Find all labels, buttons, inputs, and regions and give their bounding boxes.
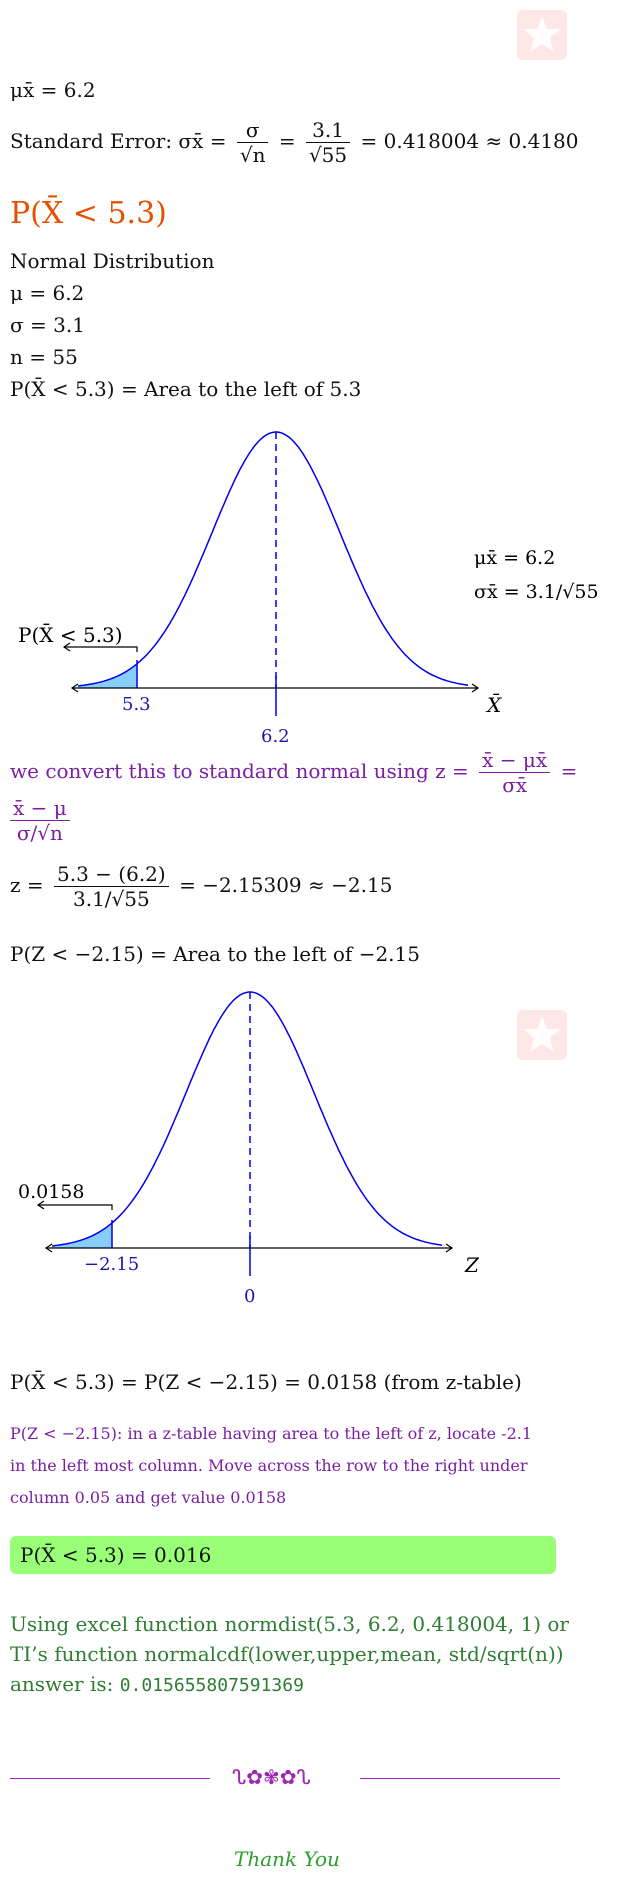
normal-curve-graph-2: 0.0158 −2.15 0 Z [18, 991, 480, 1307]
axis-arrow-left [70, 683, 79, 693]
watermark-logo [517, 10, 567, 60]
divider-right [360, 1778, 560, 1779]
sample-mean-line: μx̄ = 6.2 [10, 78, 96, 102]
tail-arrow [38, 1204, 113, 1210]
final-answer-box: P(X̄ < 5.3) = 0.016 [10, 1536, 556, 1574]
excel-line-1: Using excel function normdist(5.3, 6.2, … [10, 1612, 569, 1636]
se-fraction-1: σ√n [236, 118, 269, 167]
axis-arrow-right [471, 683, 480, 693]
param-n: n = 55 [10, 345, 78, 369]
standard-error-line: Standard Error: σx̄ = σ√n = 3.1√55 = 0.4… [10, 118, 579, 167]
excel-line-3: answer is: 0.015655807591369 [10, 1672, 304, 1696]
left-value-label: 5.3 [122, 694, 151, 715]
thank-you: Thank You [234, 1847, 340, 1871]
final-answer: P(X̄ < 5.3) = 0.016 [20, 1543, 212, 1567]
normal-curve-graph-1: P(X̄ < 5.3) 5.3 6.2 X̄ μx̄ = 6.2 σx̄ = 3… [18, 431, 599, 747]
z-calculation: z = 5.3 − (6.2)3.1/√55 = −2.15309 ≈ −2.1… [10, 862, 393, 911]
tail-arrow [64, 646, 138, 652]
prob-area-line: P(X̄ < 5.3) = Area to the left of 5.3 [10, 377, 362, 401]
z-area-line: P(Z < −2.15) = Area to the left of −2.15 [10, 942, 420, 966]
ornament-flourish: ᔐ✿✾✿ᔐ [232, 1765, 311, 1789]
left-tail-shade [52, 1223, 112, 1248]
conversion-line-1: we convert this to standard normal using… [10, 748, 578, 797]
bell-curve [51, 991, 443, 1247]
axis-variable: Z [464, 1253, 480, 1277]
left-value-label: −2.15 [84, 1254, 139, 1275]
result-line: P(X̄ < 5.3) = P(Z < −2.15) = 0.0158 (fro… [10, 1370, 522, 1394]
center-value-label: 0 [244, 1286, 255, 1307]
se-lead: Standard Error: σx̄ = [10, 129, 227, 153]
excel-answer-value: 0.015655807591369 [119, 1675, 304, 1696]
param-mu: μ = 6.2 [10, 281, 85, 305]
param-sigma: σ = 3.1 [10, 313, 85, 337]
left-tail-shade [78, 663, 137, 688]
note-line-3: column 0.05 and get value 0.0158 [10, 1488, 287, 1507]
divider-left [10, 1778, 210, 1779]
side-mean-label: μx̄ = 6.2 [474, 547, 555, 569]
excel-line-2: TI’s function normalcdf(lower,upper,mean… [10, 1642, 564, 1666]
side-sd-label: σx̄ = 3.1/√55 [474, 581, 599, 603]
bell-curve [77, 431, 469, 687]
tail-label: P(X̄ < 5.3) [18, 622, 123, 647]
se-result: = 0.418004 ≈ 0.4180 [360, 129, 579, 153]
axis-variable: X̄ [485, 692, 502, 717]
se-fraction-2: 3.1√55 [305, 118, 351, 167]
tail-label: 0.0158 [18, 1181, 84, 1203]
section-heading: P(X̄ < 5.3) [10, 196, 167, 231]
watermark-logo [517, 1010, 567, 1060]
note-line-1: P(Z < −2.15): in a z-table having area t… [10, 1424, 533, 1443]
note-line-2: in the left most column. Move across the… [10, 1456, 528, 1475]
center-value-label: 6.2 [261, 726, 290, 747]
distribution-label: Normal Distribution [10, 249, 215, 273]
